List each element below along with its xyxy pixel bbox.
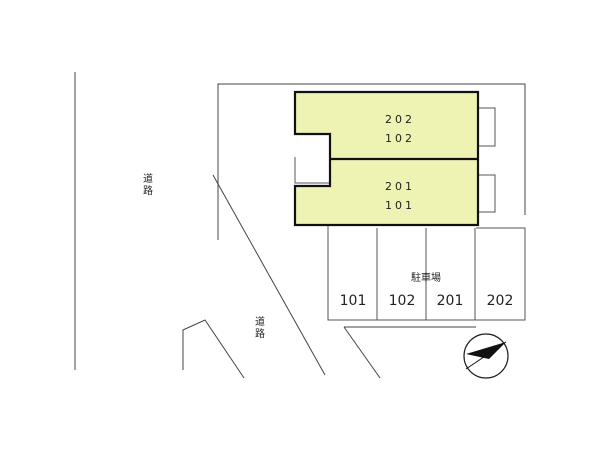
parking-space-101: 101 bbox=[340, 293, 367, 309]
road-label-bottom-char-1: 道 bbox=[255, 315, 265, 328]
balcony-upper bbox=[478, 107, 496, 147]
unit-label-102: 102 bbox=[385, 132, 415, 145]
road-edge-lower-diagonal bbox=[343, 326, 381, 379]
unit-label-201: 201 bbox=[385, 180, 415, 193]
parking-space-102: 102 bbox=[389, 293, 416, 309]
road-label-left-char-1: 道 bbox=[143, 172, 153, 185]
parking-label: 駐車場 bbox=[411, 271, 441, 284]
unit-label-101: 101 bbox=[385, 199, 415, 212]
parking-space-202: 202 bbox=[487, 293, 514, 309]
road-label-left-char-2: 路 bbox=[143, 184, 153, 197]
north-arrow-icon bbox=[463, 333, 509, 379]
parking-space-201: 201 bbox=[437, 293, 464, 309]
parking-lot-outline bbox=[327, 226, 526, 321]
unit-label-202: 202 bbox=[385, 113, 415, 126]
road-edge-diagonal bbox=[212, 174, 326, 376]
entrance-lower bbox=[294, 157, 330, 184]
site-boundary bbox=[217, 83, 526, 240]
road-corner-outline bbox=[182, 319, 245, 379]
balcony-lower bbox=[478, 174, 496, 213]
road-label-bottom-char-2: 路 bbox=[255, 327, 265, 340]
